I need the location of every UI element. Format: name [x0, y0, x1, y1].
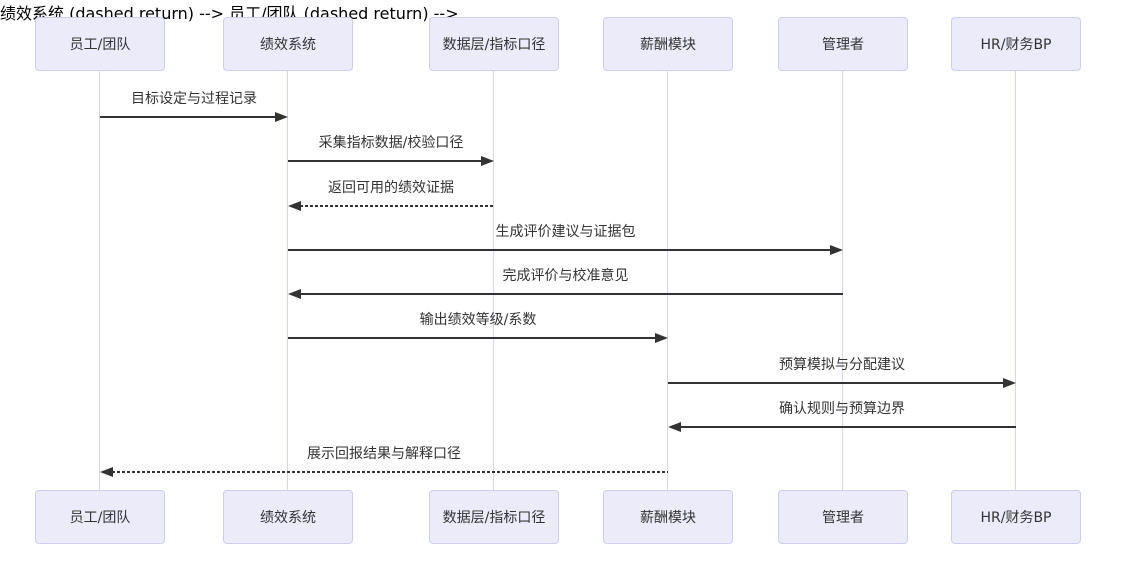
actor-label: 绩效系统 [260, 37, 316, 53]
actor-top-data-layer-metrics: 数据层/指标口径 [429, 17, 559, 71]
message-line [668, 382, 1004, 384]
actor-top-compensation-module: 薪酬模块 [603, 17, 733, 71]
message-label: 返回可用的绩效证据 [328, 180, 454, 196]
message-label: 预算模拟与分配建议 [779, 357, 905, 373]
actor-top-hr-finance-bp: HR/财务BP [951, 17, 1081, 71]
actor-label: 员工/团队 [69, 510, 131, 526]
message-line [288, 337, 656, 339]
message-line [300, 293, 843, 295]
arrowhead-left-icon [288, 289, 301, 299]
arrowhead-left-icon [668, 422, 681, 432]
lifeline-hr-finance-bp [1015, 71, 1016, 490]
actor-bottom-employee-team: 员工/团队 [35, 490, 165, 544]
message-line [288, 249, 831, 251]
lifeline-compensation-module [667, 71, 668, 490]
actor-bottom-data-layer-metrics: 数据层/指标口径 [429, 490, 559, 544]
actor-bottom-hr-finance-bp: HR/财务BP [951, 490, 1081, 544]
lifeline-performance-system [287, 71, 288, 490]
actor-bottom-compensation-module: 薪酬模块 [603, 490, 733, 544]
actor-label: 数据层/指标口径 [442, 37, 546, 53]
actor-label: HR/财务BP [980, 510, 1052, 526]
actor-label: 薪酬模块 [640, 37, 696, 53]
actor-label: 管理者 [822, 510, 864, 526]
actor-top-manager: 管理者 [778, 17, 908, 71]
actor-label: 员工/团队 [69, 37, 131, 53]
actor-top-employee-team: 员工/团队 [35, 17, 165, 71]
message-label: 展示回报结果与解释口径 [307, 446, 461, 462]
message-line [112, 471, 668, 473]
arrowhead-right-icon [830, 245, 843, 255]
arrowhead-right-icon [1003, 378, 1016, 388]
lifeline-manager [842, 71, 843, 490]
arrowhead-right-icon [481, 156, 494, 166]
message-line [100, 116, 276, 118]
actor-label: HR/财务BP [980, 37, 1052, 53]
actor-top-performance-system: 绩效系统 [223, 17, 353, 71]
message-label: 完成评价与校准意见 [502, 268, 629, 284]
message-label: 生成评价建议与证据包 [495, 224, 636, 240]
actor-label: 薪酬模块 [640, 510, 696, 526]
message-label: 目标设定与过程记录 [131, 91, 257, 107]
actor-label: 管理者 [822, 37, 864, 53]
message-label: 输出绩效等级/系数 [419, 312, 537, 328]
actor-label: 绩效系统 [260, 510, 316, 526]
actor-bottom-manager: 管理者 [778, 490, 908, 544]
message-line [300, 205, 494, 207]
arrowhead-left-icon [100, 467, 113, 477]
message-line [288, 160, 482, 162]
lifeline-data-layer-metrics [493, 71, 494, 490]
arrowhead-right-icon [275, 112, 288, 122]
message-label: 采集指标数据/校验口径 [318, 135, 464, 151]
lifeline-employee-team [99, 71, 100, 490]
actor-label: 数据层/指标口径 [442, 510, 546, 526]
message-label: 确认规则与预算边界 [779, 401, 905, 417]
actor-bottom-performance-system: 绩效系统 [223, 490, 353, 544]
message-line [680, 426, 1016, 428]
arrowhead-right-icon [655, 333, 668, 343]
arrowhead-left-icon [288, 201, 301, 211]
